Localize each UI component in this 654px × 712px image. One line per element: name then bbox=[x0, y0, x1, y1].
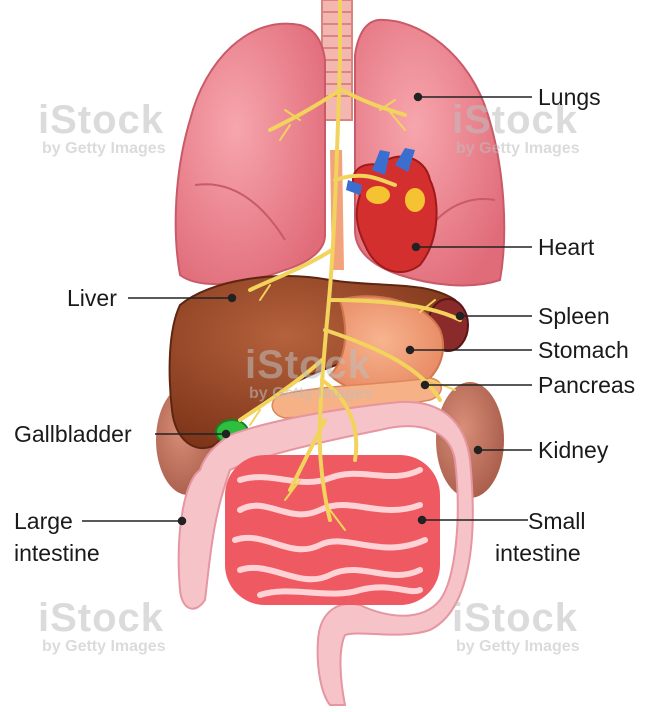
label-lungs: Lungs bbox=[538, 84, 601, 110]
label-small-intestine-line2: intestine bbox=[495, 540, 581, 566]
lung-left bbox=[176, 24, 325, 284]
label-stomach: Stomach bbox=[538, 337, 629, 363]
heart-organ bbox=[346, 148, 437, 272]
label-heart: Heart bbox=[538, 234, 594, 260]
label-kidney: Kidney bbox=[538, 437, 608, 463]
label-spleen: Spleen bbox=[538, 303, 610, 329]
small-intestine-organ bbox=[225, 455, 440, 605]
label-small-intestine-line1: Small bbox=[528, 508, 586, 534]
label-pancreas: Pancreas bbox=[538, 372, 635, 398]
label-large-intestine-line2: intestine bbox=[14, 540, 100, 566]
label-large-intestine-line1: Large bbox=[14, 508, 73, 534]
label-gallbladder: Gallbladder bbox=[14, 421, 132, 447]
label-liver: Liver bbox=[67, 285, 117, 311]
